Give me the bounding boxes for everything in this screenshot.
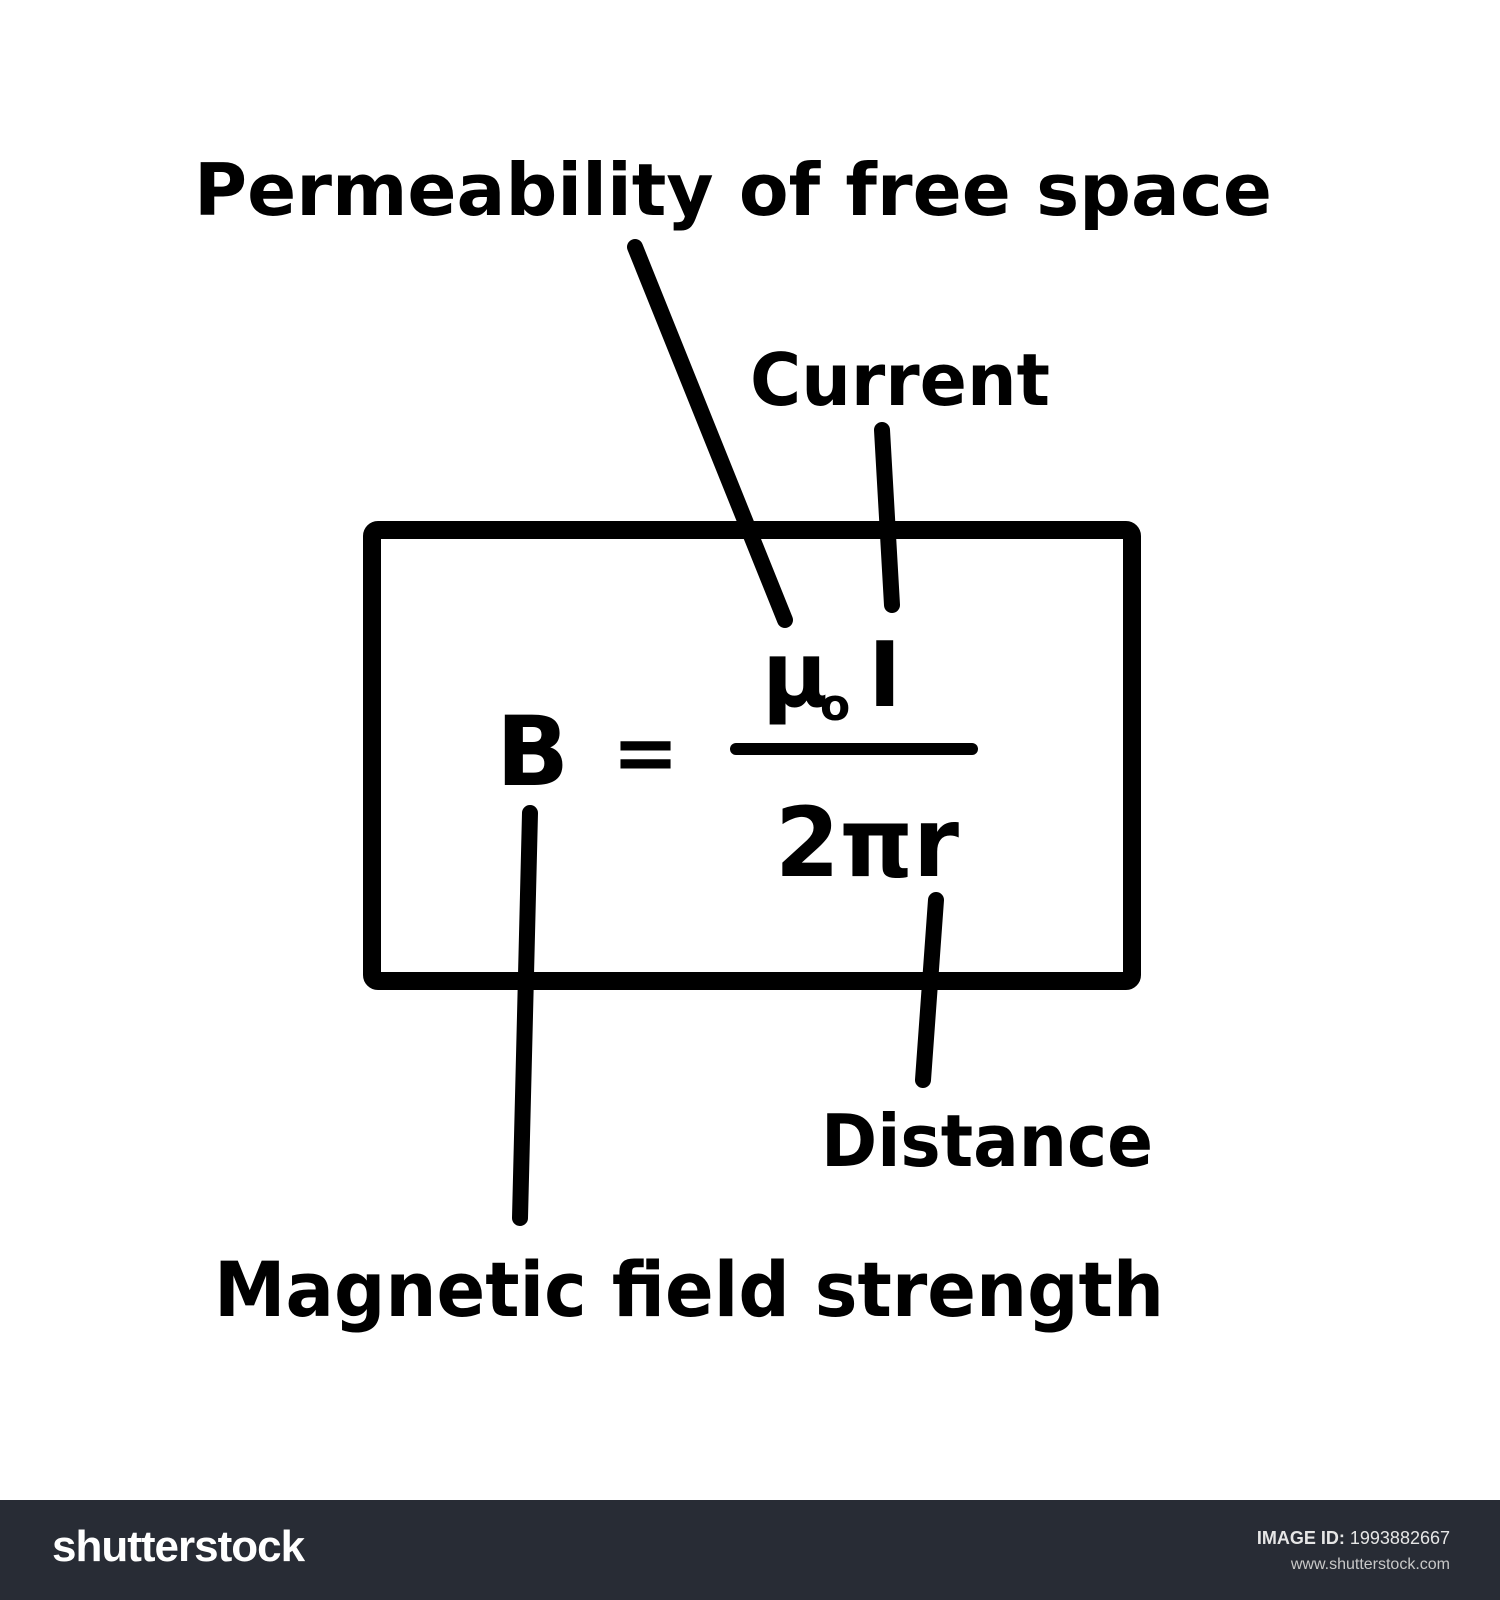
- distance-leader-line: [915, 892, 944, 1088]
- formula-box: [363, 521, 1141, 990]
- site-url: www.shutterstock.com: [1290, 1556, 1450, 1573]
- footer-bar: shutterstock IMAGE ID: 1993882667 www.sh…: [0, 1500, 1500, 1600]
- formula-current-symbol: I: [868, 623, 902, 728]
- formula-mu: μ: [762, 623, 828, 728]
- shutterstock-logo: shutterstock: [52, 1522, 305, 1571]
- field-label: Magnetic field strength: [214, 1245, 1164, 1334]
- image-id-value: 1993882667: [1349, 1528, 1450, 1548]
- current-leader-line: [874, 422, 900, 613]
- image-id-label: IMAGE ID:: [1256, 1528, 1345, 1548]
- formula-mu-subscript: o: [820, 680, 850, 731]
- formula-denominator: 2πr: [775, 787, 960, 899]
- distance-label: Distance: [821, 1099, 1153, 1183]
- permeability-leader-line: [627, 239, 793, 628]
- field-leader-line: [512, 805, 538, 1226]
- current-label: Current: [750, 338, 1050, 422]
- permeability-label: Permeability of free space: [194, 148, 1272, 232]
- formula-b: B: [496, 696, 569, 808]
- image-id: IMAGE ID: 1993882667: [1257, 1528, 1450, 1549]
- formula-equals: =: [612, 706, 679, 799]
- formula-diagram: Permeability of free space Current B = μ…: [194, 148, 1272, 1334]
